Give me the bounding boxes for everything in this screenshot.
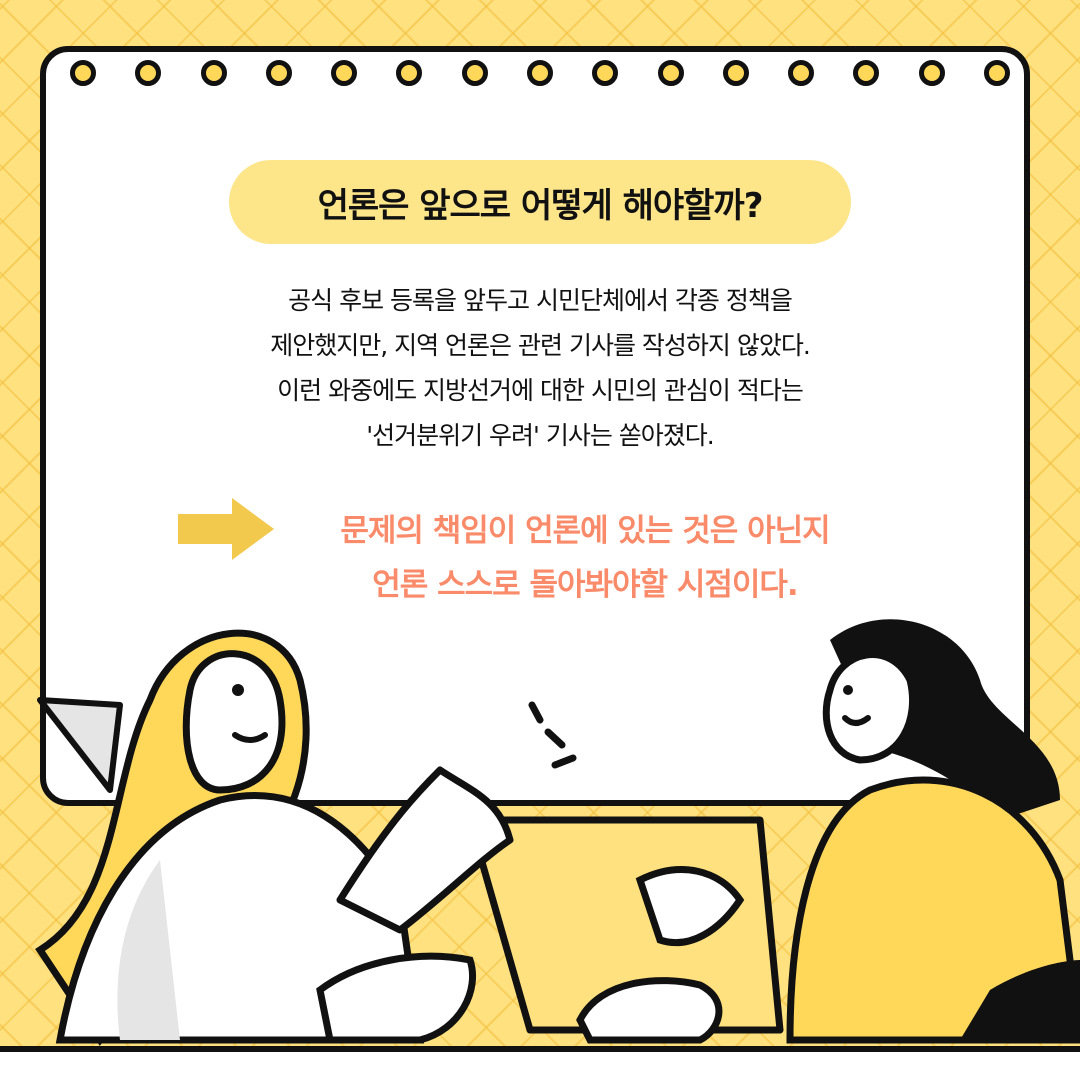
right-woman-skirt xyxy=(960,960,1080,1040)
ring-icon xyxy=(461,60,488,86)
ring-icon xyxy=(722,60,749,86)
left-woman-lower-hand xyxy=(316,952,477,1044)
ring-icon xyxy=(526,60,553,86)
ring-icon xyxy=(70,60,96,86)
right-woman-body xyxy=(786,776,1080,1044)
body-line: 이런 와중에도 지방선거에 대한 시민의 관심이 적다는 xyxy=(277,376,804,405)
table-edge xyxy=(0,1046,1080,1080)
right-woman-hand xyxy=(635,866,745,947)
arrow-right-icon xyxy=(178,498,274,560)
ring-icon xyxy=(331,60,358,86)
right-woman-lower-hand xyxy=(576,977,723,1044)
body-line: '선거분위기 우려' 기사는 쏟아졌다. xyxy=(366,421,715,450)
ring-icon xyxy=(592,60,619,86)
page-title: 언론은 앞으로 어떻게 해야할까? xyxy=(317,185,764,226)
highlight-text: 문제의 책임이 언론에 있는 것은 아닌지 언론 스스로 돌아봐야할 시점이다. xyxy=(270,504,900,612)
ring-icon xyxy=(657,60,684,86)
ring-icon xyxy=(135,60,162,86)
eye xyxy=(232,684,244,696)
speech-marks-icon xyxy=(528,701,577,769)
body-paragraph: 공식 후보 등록을 앞두고 시민단체에서 각종 정책을 제안했지만, 지역 언론… xyxy=(150,278,930,458)
ring-icon xyxy=(200,60,227,86)
shadow xyxy=(117,860,180,1040)
right-woman-face xyxy=(822,651,917,764)
title-pill: 언론은 앞으로 어떻게 해야할까? xyxy=(229,160,851,244)
ring-icon xyxy=(853,60,880,86)
body-line: 공식 후보 등록을 앞두고 시민단체에서 각종 정책을 xyxy=(288,286,793,315)
ring-icon xyxy=(918,60,945,86)
smile xyxy=(842,715,871,726)
smile xyxy=(232,732,268,743)
ring-icon xyxy=(788,60,815,86)
highlight-line: 언론 스스로 돌아봐야할 시점이다. xyxy=(372,567,798,603)
highlight-line: 문제의 책임이 언론에 있는 것은 아닌지 xyxy=(340,513,830,549)
folded-corner xyxy=(37,697,123,793)
left-woman-face xyxy=(182,650,286,794)
body-line: 제안했지만, 지역 언론은 관련 기사를 작성하지 않았다. xyxy=(270,331,811,360)
ring-icon xyxy=(265,60,292,86)
eye xyxy=(843,685,853,695)
ring-icon xyxy=(396,60,423,86)
ring-icon xyxy=(983,60,1010,86)
spiral-rings xyxy=(70,60,1010,86)
left-woman-hand xyxy=(336,766,514,934)
